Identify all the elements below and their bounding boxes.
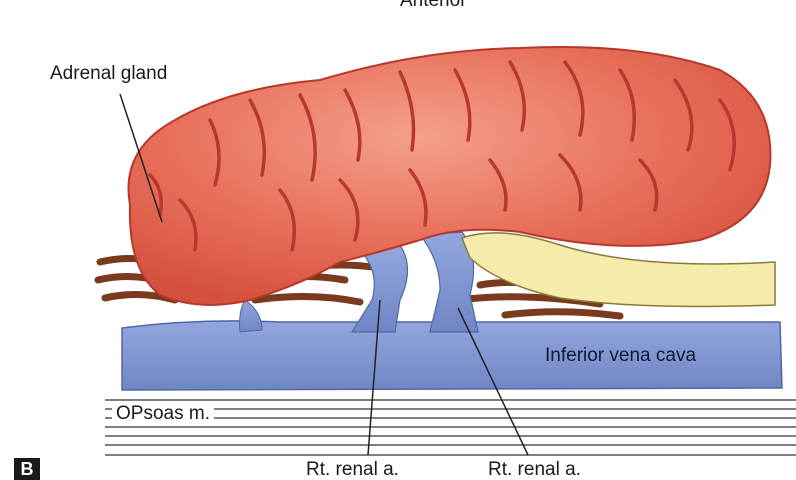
small-vein-branch [240,300,262,332]
label-anterior: Anterior [400,0,467,10]
renal-vein-left [352,245,408,332]
label-renal-2: Rt. renal a. [488,460,581,479]
label-renal-1: Rt. renal a. [306,460,399,479]
label-psoas: OPsoas m. [112,404,214,423]
panel-letter: B [14,458,40,480]
label-inferior-vena-cava: Inferior vena cava [545,346,696,365]
label-adrenal-gland: Adrenal gland [50,64,167,83]
